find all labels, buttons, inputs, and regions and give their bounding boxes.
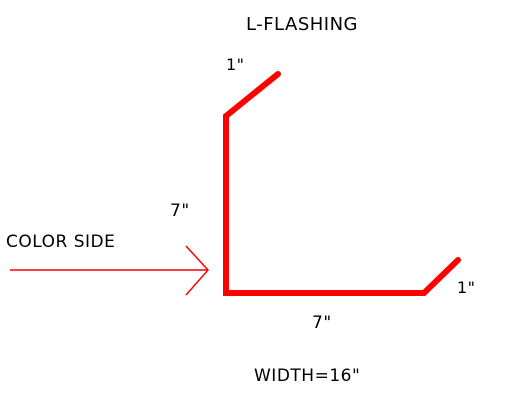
color-side-arrow (10, 245, 210, 296)
top-lip-dimension: 1" (226, 55, 245, 74)
color-side-label: COLOR SIDE (6, 232, 116, 252)
diagram-title: L-FLASHING (246, 14, 358, 35)
vertical-leg-dimension: 7" (170, 201, 190, 221)
right-lip-dimension: 1" (457, 278, 476, 297)
total-width-label: WIDTH=16" (254, 366, 361, 386)
flashing-profile (223, 71, 461, 296)
horizontal-leg-dimension: 7" (312, 313, 332, 333)
